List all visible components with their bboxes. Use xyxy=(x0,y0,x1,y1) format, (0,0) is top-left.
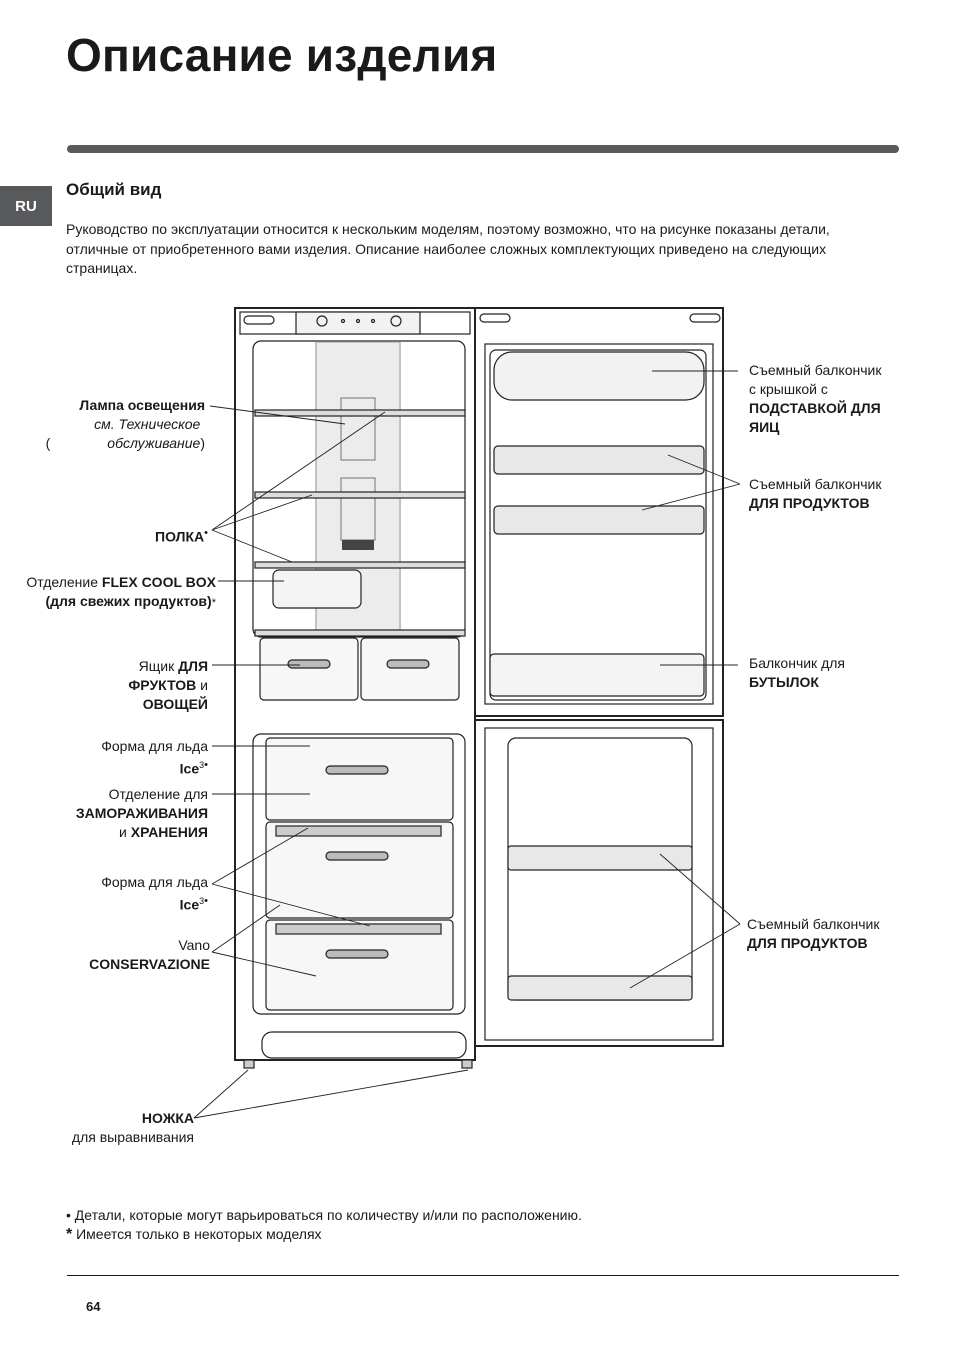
label-lamp: Лампа освещения (см. Техническое обслужи… xyxy=(45,397,205,451)
label-ice-tray-2: Форма для льда Ice3• xyxy=(101,874,208,913)
footnote-some-models: * Имеется только в некоторых моделях xyxy=(66,1226,322,1243)
label-vano: Vano CONSERVAZIONE xyxy=(89,937,210,972)
footnote-variable-parts: • Детали, которые могут варьироваться по… xyxy=(66,1207,582,1223)
label-egg-balcony: Съемный балкончик с крышкой с ПОДСТАВКОЙ… xyxy=(749,362,882,435)
label-shelf: ПОЛКА• xyxy=(155,527,208,545)
header-rule xyxy=(67,145,899,153)
label-food-balcony-2: Съемный балкончик ДЛЯ ПРОДУКТОВ xyxy=(747,916,880,951)
footer-rule xyxy=(67,1275,899,1276)
label-ice-tray-1: Форма для льда Ice3• xyxy=(101,738,208,777)
label-freezer: Отделение для ЗАМОРАЖИВАНИЯ и ХРАНЕНИЯ xyxy=(75,786,208,840)
page-number: 64 xyxy=(86,1299,101,1314)
footnotes: • Детали, которые могут варьироваться по… xyxy=(66,1206,582,1244)
section-title: Общий вид xyxy=(66,180,162,199)
label-flexcool: Отделение FLEX COOL BOX (для свежих прод… xyxy=(26,574,216,609)
intro-paragraph: Руководство по эксплуатации относится к … xyxy=(66,221,830,276)
page-title: Описание изделия xyxy=(66,29,498,81)
label-food-balcony-1: Съемный балкончик ДЛЯ ПРОДУКТОВ xyxy=(749,476,882,511)
label-crisper: Ящик ДЛЯ ФРУКТОВ и ОВОЩЕЙ xyxy=(128,658,208,712)
language-tab: RU xyxy=(0,186,52,226)
label-foot: НОЖКА для выравнивания xyxy=(71,1110,194,1145)
label-bottle-balcony: Балкончик для БУТЫЛОК xyxy=(749,655,845,690)
